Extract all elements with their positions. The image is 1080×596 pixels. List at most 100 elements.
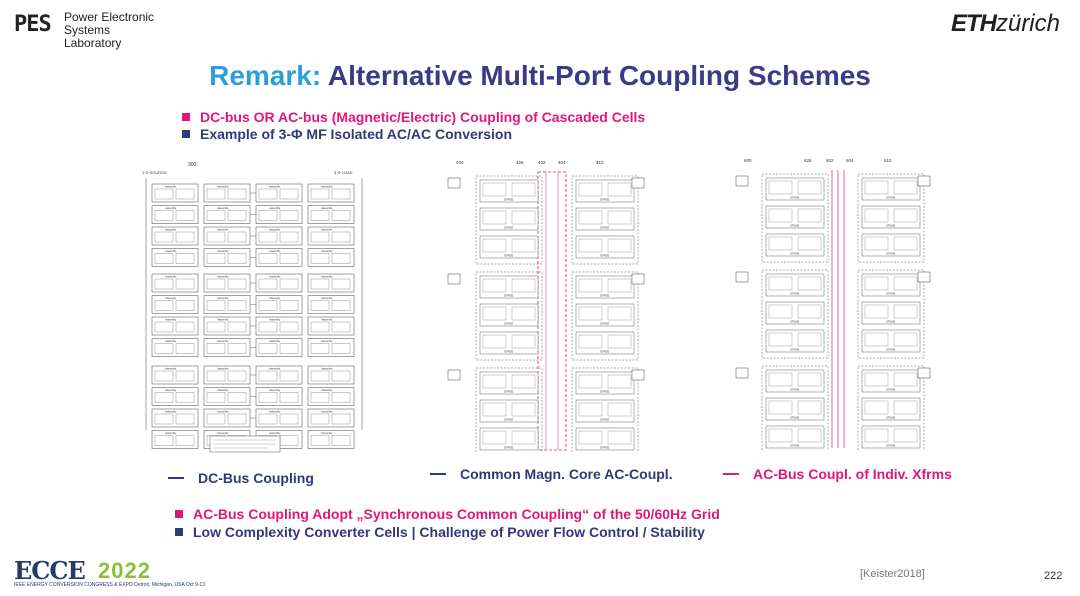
stage-label: STAGE <box>790 348 799 352</box>
stage-label: STAGE <box>504 350 513 354</box>
caption-ac-bus: AC-Bus Coupl. of Indiv. Xfrms <box>723 466 952 482</box>
bridge-cell <box>578 306 603 321</box>
stage-label: STAGE <box>886 444 895 448</box>
fig1-cell <box>154 392 174 403</box>
fig1-cell <box>175 392 195 403</box>
fig1-assembly-label: Assembly <box>269 206 281 210</box>
fig1-assembly-label: Assembly <box>321 339 333 343</box>
stage-label: STAGE <box>600 446 609 450</box>
caption-dash-icon <box>168 477 184 479</box>
fig1-assembly-label: Assembly <box>217 228 229 232</box>
stage-label: STAGE <box>600 350 609 354</box>
fig1-cell <box>175 413 195 425</box>
bridge-cell <box>511 430 536 445</box>
fig1-cell <box>175 435 195 446</box>
fig1-assembly-label: Assembly <box>269 431 281 435</box>
bridge-cell <box>511 374 536 389</box>
stage-ref-label: 610 <box>884 158 892 163</box>
fig1-assembly-label: Assembly <box>165 206 177 210</box>
fig1-cell <box>258 321 278 333</box>
caption-common-core: Common Magn. Core AC-Coupl. <box>430 466 673 482</box>
stage-label: STAGE <box>790 196 799 200</box>
bridge-cell <box>893 428 918 443</box>
fig1-cell <box>279 392 299 403</box>
fig1-cell <box>154 231 174 243</box>
port-box <box>631 177 645 189</box>
fig1-cell <box>258 253 278 264</box>
fig1-cell <box>154 343 174 354</box>
fig1-cell <box>154 278 174 290</box>
fig1-assembly-label: Assembly <box>217 185 229 189</box>
bullet-square-icon <box>175 510 183 518</box>
stage-label: STAGE <box>790 292 799 296</box>
fig1-assembly-label: Assembly <box>165 431 177 435</box>
bridge-cell <box>768 180 793 195</box>
fig1-cell <box>227 210 247 221</box>
bridge-cell <box>511 182 536 197</box>
bridge-cell <box>482 278 507 293</box>
bridge-cell <box>797 332 822 347</box>
fig1-cell <box>310 370 330 382</box>
fig1-cell <box>279 300 299 311</box>
bridge-cell <box>864 208 889 223</box>
bridge-cell <box>893 236 918 251</box>
fig1-cell <box>206 278 226 290</box>
fig1-cell <box>279 231 299 243</box>
stage-label: STAGE <box>790 224 799 228</box>
pes-logo-mark: PES <box>14 12 52 37</box>
fig1-cell <box>258 300 278 311</box>
bridge-cell <box>893 208 918 223</box>
bridge-cell <box>482 402 507 417</box>
fig1-cell <box>331 278 351 290</box>
fig1-cell <box>310 321 330 333</box>
stage-ref-label: 404 <box>558 160 566 165</box>
bridge-cell <box>768 276 793 291</box>
stage-label: STAGE <box>600 294 609 298</box>
bridge-cell <box>607 210 632 225</box>
bridge-cell <box>797 304 822 319</box>
fig1-assembly-label: Assembly <box>269 318 281 322</box>
fig1-cell <box>258 392 278 403</box>
stage-group-box <box>761 173 829 263</box>
slide-title: Remark: Alternative Multi-Port Coupling … <box>0 60 1080 92</box>
fig1-assembly-label: Assembly <box>321 185 333 189</box>
bridge-cell <box>893 372 918 387</box>
fig1-cell <box>331 321 351 333</box>
bridge-cell <box>578 278 603 293</box>
stage-ref-label: 604 <box>846 158 854 163</box>
fig1-assembly-label: Assembly <box>321 206 333 210</box>
fig1-cell <box>331 343 351 354</box>
stage-label: STAGE <box>886 252 895 256</box>
fig1-cell <box>227 253 247 264</box>
bridge-cell <box>578 402 603 417</box>
fig1-cell <box>310 413 330 425</box>
stage-group-box <box>475 367 543 452</box>
ecce-logo-word: ECCE <box>14 556 86 585</box>
fig1-assembly-label: Assembly <box>165 318 177 322</box>
stage-label: STAGE <box>600 226 609 230</box>
fig1-assembly-label: Assembly <box>269 228 281 232</box>
stage-group-box <box>761 365 829 450</box>
fig1-cell <box>331 300 351 311</box>
fig1-cell <box>154 435 174 446</box>
fig1-assembly-label: Assembly <box>165 228 177 232</box>
fig1-cell <box>154 188 174 200</box>
stage-label: STAGE <box>504 418 513 422</box>
stage-label: STAGE <box>886 348 895 352</box>
fig1-cell <box>279 188 299 200</box>
fig1-assembly-label: Assembly <box>269 185 281 189</box>
fig1-cell <box>227 188 247 200</box>
stage-label: STAGE <box>504 226 513 230</box>
stage-ref-label: 600 <box>744 158 752 163</box>
fig1-cell <box>279 413 299 425</box>
bridge-cell <box>768 208 793 223</box>
fig1-cell <box>206 392 226 403</box>
stage-ref-label: 402 <box>538 160 546 165</box>
port-box <box>447 177 461 189</box>
fig1-assembly-label: Assembly <box>321 228 333 232</box>
ecce-logo-subtitle: IEEE ENERGY CONVERSION CONGRESS & EXPO D… <box>14 582 206 588</box>
pes-lab-line2: Laboratory <box>64 36 122 50</box>
stage-label: STAGE <box>600 198 609 202</box>
bullet-bottom-2: Low Complexity Converter Cells | Challen… <box>175 524 705 540</box>
